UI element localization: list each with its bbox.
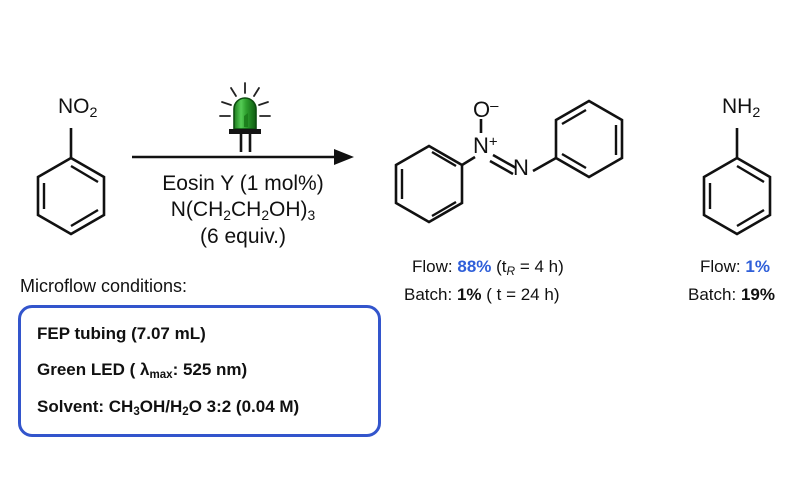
- azoxy-batch-note: ( t = 24 h): [486, 285, 560, 304]
- aniline-batch-value: 19%: [740, 285, 775, 304]
- amine-group-label: NH2: [722, 95, 761, 121]
- aniline-batch-result: Batch: 19%: [688, 285, 775, 305]
- aniline-flow-result: Flow: 1%: [700, 257, 770, 277]
- conditions-title: Microflow conditions:: [20, 276, 188, 296]
- aniline-ring: [702, 128, 772, 236]
- aniline-flow-label: Flow:: [700, 257, 741, 276]
- aniline-flow-value: 1%: [745, 257, 770, 276]
- reaction-arrow: [132, 149, 354, 165]
- azoxy-nitrogen-label: N: [513, 155, 529, 180]
- nitro-group-label: NO2: [58, 95, 98, 121]
- conditions-box: FEP tubing (7.07 mL) Green LED ( λmax: 5…: [18, 305, 381, 437]
- azoxy-flow-note: (tR = 4 h): [496, 257, 564, 278]
- reagent-line-equiv: (6 equiv.): [200, 224, 286, 248]
- aniline-batch-label: Batch:: [688, 285, 737, 304]
- azoxy-batch-label: Batch:: [404, 285, 453, 304]
- azoxy-flow-value: 88%: [457, 257, 492, 276]
- azoxy-oxygen-label: O–: [473, 97, 499, 122]
- condition-item-solvent: Solvent: CH3OH/H2O 3:2 (0.04 M): [37, 397, 300, 419]
- reagent-line-catalyst: Eosin Y (1 mol%): [162, 172, 324, 195]
- azoxy-batch-result: Batch: 1% ( t = 24 h): [404, 285, 559, 305]
- azoxy-flow-label: Flow:: [412, 257, 453, 276]
- azoxy-batch-value: 1%: [456, 285, 482, 304]
- condition-item-led: Green LED ( λmax: 525 nm): [37, 360, 248, 382]
- azoxy-nitrogen-plus-label: N+: [473, 133, 498, 158]
- azoxy-flow-result: Flow: 88% (tR = 4 h): [412, 257, 564, 278]
- green-led-icon: [219, 82, 271, 152]
- reagent-conditions-group: Eosin Y (1 mol%) N(CH2CH2OH)3 (6 equiv.): [127, 172, 359, 249]
- condition-item-tubing: FEP tubing (7.07 mL): [37, 324, 206, 343]
- azoxybenzene-structure: [394, 99, 624, 224]
- reagent-line-amine: N(CH2CH2OH)3: [170, 198, 316, 223]
- nitrobenzene-ring: [36, 128, 106, 236]
